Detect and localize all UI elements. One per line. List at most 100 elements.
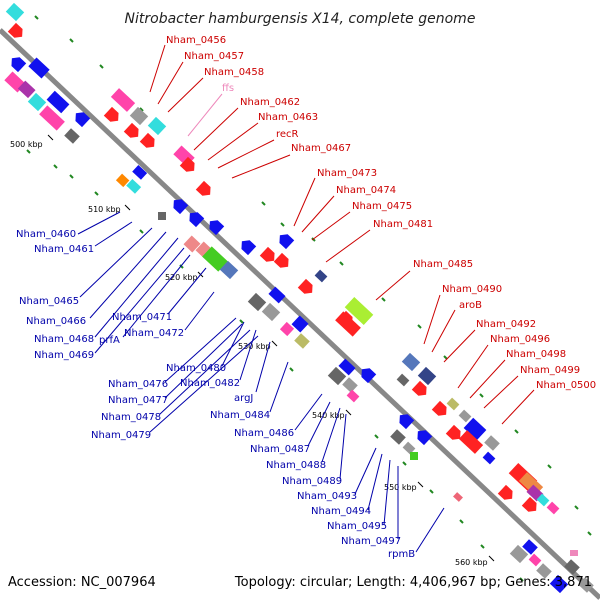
gene-feature (458, 409, 472, 423)
gene-feature (338, 358, 356, 376)
gene-feature (578, 577, 594, 593)
gene-feature (417, 366, 437, 386)
gene-label: Nham_0484 (210, 410, 270, 421)
gene-label: Nham_0489 (282, 476, 342, 487)
gene-label: Nham_0476 (108, 379, 168, 390)
gene-feature (528, 553, 542, 567)
topology-text: Topology: circular; Length: 4,406,967 bp… (234, 575, 592, 590)
gene-label: Nham_0480 (166, 363, 226, 374)
kbp-tick-label: 540 kbp (312, 411, 345, 420)
gene-feature (195, 180, 215, 200)
gene-feature (570, 550, 578, 556)
gene-feature (342, 377, 358, 393)
gene-feature (273, 252, 293, 272)
gene-feature (27, 92, 47, 112)
kbp-tick-label: 530 kbp (238, 342, 271, 351)
gene-label: Nham_0456 (166, 35, 226, 46)
gene-feature (509, 544, 529, 564)
gene-label: rpmB (388, 549, 415, 560)
gene-feature (546, 501, 560, 515)
gene-label: Nham_0479 (91, 430, 151, 441)
gene-label: Nham_0475 (352, 201, 412, 212)
gene-feature (139, 132, 159, 152)
gene-label: Nham_0472 (124, 328, 184, 339)
gene-feature (458, 430, 484, 454)
gene-feature (64, 128, 80, 144)
reverse-gene-labels: Nham_0460 Nham_0461 Nham_0465 Nham_0466 … (16, 229, 415, 560)
gene-label: Nham_0485 (413, 259, 473, 270)
kbp-tick-label: 520 kbp (165, 273, 198, 282)
gene-label: Nham_0495 (327, 521, 387, 532)
gene-feature (261, 302, 281, 322)
gene-feature (158, 212, 166, 220)
gene-feature (291, 315, 309, 333)
kbp-ticks: 500 kbp 510 kbp 520 kbp 530 kbp 540 kbp … (10, 134, 495, 567)
gene-label: Nham_0463 (258, 112, 318, 123)
gene-label: Nham_0481 (373, 219, 433, 230)
gene-feature (279, 321, 295, 337)
kbp-tick-label: 500 kbp (10, 140, 43, 149)
gene-feature (549, 574, 569, 594)
gene-label: Nham_0493 (297, 491, 357, 502)
kbp-tick-label: 550 kbp (384, 483, 417, 492)
gene-feature (103, 106, 123, 126)
gene-label: Nham_0478 (101, 412, 161, 423)
gene-label: Nham_0477 (108, 395, 168, 406)
outer-feature-ticks (26, 15, 592, 582)
reverse-leader-lines (77, 211, 445, 553)
gene-label: Nham_0467 (291, 143, 351, 154)
gene-label: Nham_0457 (184, 51, 244, 62)
gene-feature (46, 90, 70, 114)
gene-label: Nham_0486 (234, 428, 294, 439)
gene-feature (564, 559, 580, 575)
gene-feature (294, 333, 310, 349)
gene-label: Nham_0458 (204, 67, 264, 78)
gene-feature (446, 397, 460, 411)
gene-feature (402, 441, 416, 455)
gene-feature (247, 292, 267, 312)
gene-feature (219, 260, 239, 280)
gene-feature (110, 88, 136, 112)
gene-label: Nham_0497 (341, 536, 401, 547)
gene-label: Nham_0462 (240, 97, 300, 108)
gene-label: Nham_0473 (317, 168, 377, 179)
gene-feature (7, 53, 27, 73)
gene-feature (132, 164, 148, 180)
gene-feature (314, 269, 328, 283)
gene-feature (463, 417, 487, 441)
gene-label: aroB (459, 300, 482, 311)
gene-label: Nham_0482 (180, 378, 240, 389)
kbp-tick-label: 510 kbp (88, 205, 121, 214)
gene-label: Nham_0471 (112, 312, 172, 323)
gene-feature (17, 80, 36, 99)
gene-feature (28, 57, 50, 79)
gene-label: Nham_0496 (490, 334, 550, 345)
gene-label: Nham_0460 (16, 229, 76, 240)
gene-feature (327, 366, 347, 386)
gene-feature (39, 105, 65, 131)
gene-feature (536, 493, 550, 507)
map-title: Nitrobacter hamburgensis X14, complete g… (125, 11, 476, 27)
gene-feature (5, 2, 25, 22)
gene-label: Nham_0492 (476, 319, 536, 330)
gene-feature (344, 297, 374, 325)
gene-feature (147, 116, 167, 136)
gene-feature (335, 311, 361, 337)
kbp-tick-label: 560 kbp (455, 558, 488, 567)
gene-feature (396, 373, 410, 387)
gene-label: ffs (222, 83, 234, 94)
gene-label: Nham_0488 (266, 460, 326, 471)
gene-feature (482, 451, 496, 465)
gene-label: Nham_0469 (34, 350, 94, 361)
gene-feature (390, 429, 406, 445)
gene-label: Nham_0494 (311, 506, 371, 517)
gene-feature (346, 389, 360, 403)
gene-feature (268, 286, 286, 304)
gene-feature (522, 539, 538, 555)
gene-feature (183, 235, 201, 253)
gene-label: Nham_0465 (19, 296, 79, 307)
gene-feature (410, 452, 418, 460)
gene-label: Nham_0499 (520, 365, 580, 376)
gene-label: Nham_0498 (506, 349, 566, 360)
